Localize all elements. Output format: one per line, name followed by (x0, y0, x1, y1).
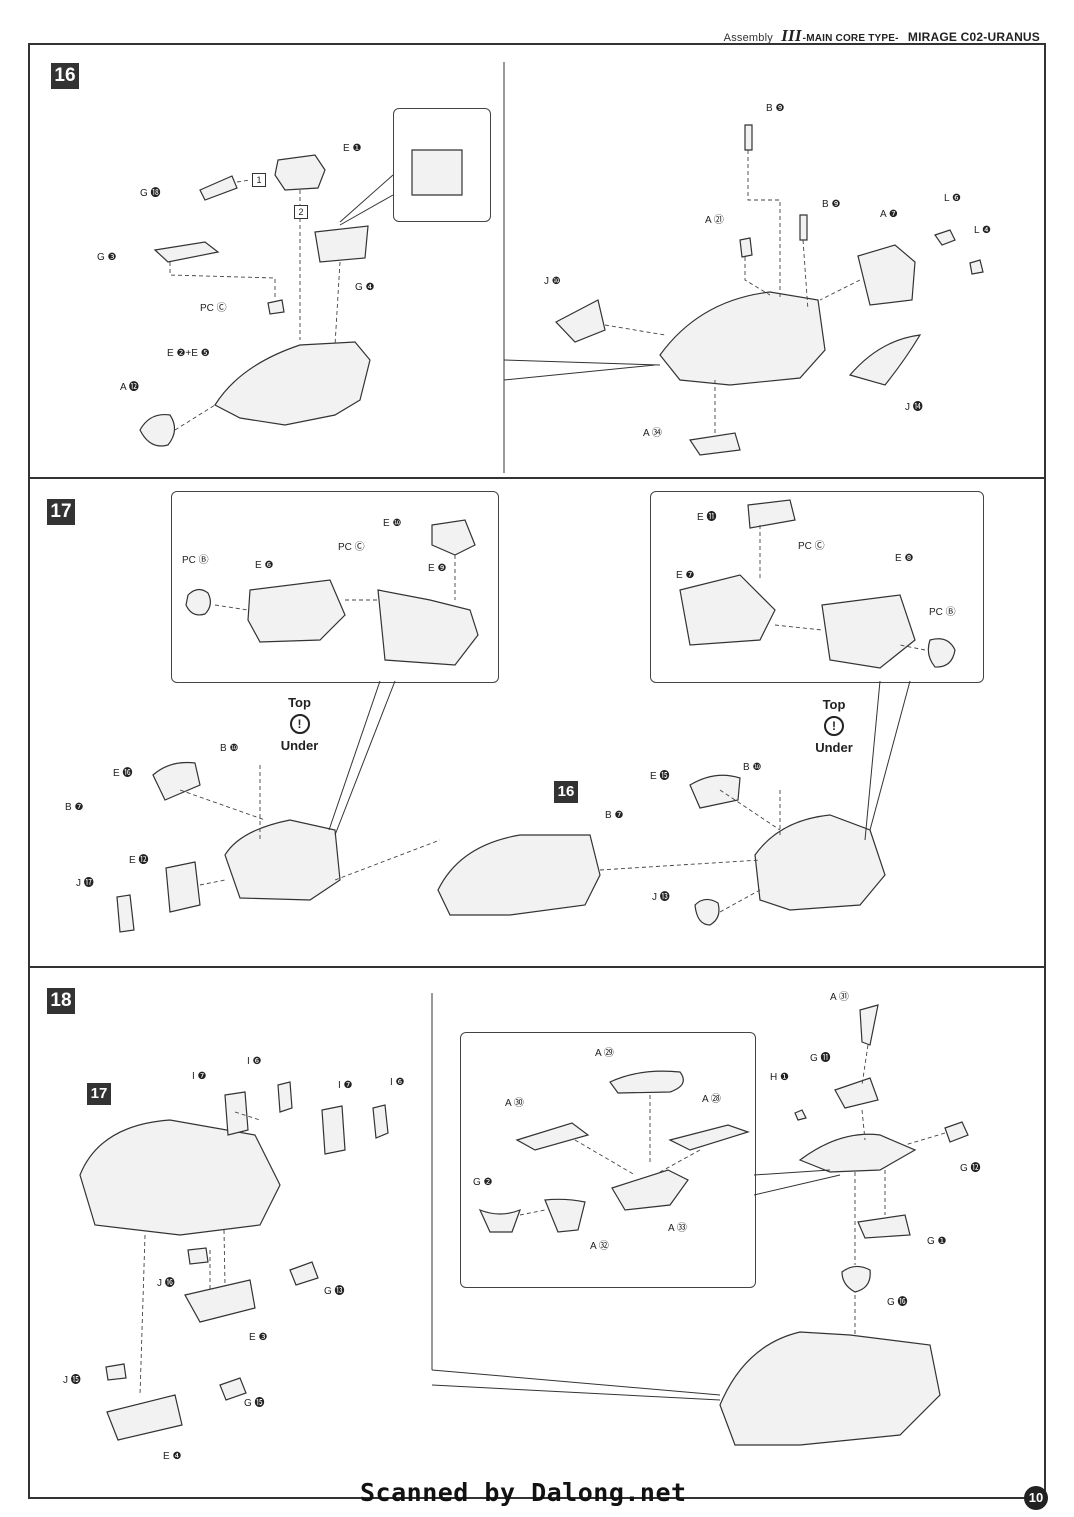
part-label: E ❹ (163, 1451, 182, 1462)
part-label: E ❷+E ❺ (167, 348, 210, 359)
instruction-frame (28, 43, 1046, 1499)
part-label: E ⓰ (113, 768, 133, 779)
model-name: MIRAGE C02-URANUS (907, 30, 1040, 44)
part-label: G ⓲ (140, 188, 161, 199)
callout-top-label: Top (822, 697, 846, 712)
part-label: PC Ⓑ (929, 607, 956, 618)
part-label: A ㉙ (595, 1048, 614, 1059)
part-label: E ❸ (249, 1332, 268, 1343)
inset-detail-box (460, 1032, 756, 1288)
part-label: H ❶ (770, 1072, 789, 1083)
part-label: E ❽ (895, 553, 914, 564)
warning-icon: ! (289, 714, 310, 734)
part-label: G ❶ (927, 1236, 947, 1247)
part-label: PC Ⓑ (182, 555, 209, 566)
part-label: G ❷ (473, 1177, 493, 1188)
part-label: B ❿ (220, 743, 239, 754)
callout-top-label: Top (288, 695, 311, 710)
part-label: I ❼ (338, 1080, 353, 1091)
part-label: G ⓯ (244, 1398, 265, 1409)
part-label: E ❶ (343, 143, 362, 154)
order-number: 1 (252, 173, 266, 187)
part-label: A ㉜ (590, 1241, 609, 1252)
part-label: G ⓭ (324, 1286, 345, 1297)
part-label: E ❼ (676, 570, 695, 581)
part-label: A ㉘ (702, 1094, 721, 1105)
part-label: G ⓫ (810, 1053, 831, 1064)
part-label: A ❼ (880, 209, 898, 220)
assembly-roman-numeral: III (781, 26, 802, 45)
part-label: I ❼ (192, 1071, 207, 1082)
page-header: Assembly III-MAIN CORE TYPE- MIRAGE C02-… (724, 26, 1040, 46)
orientation-callout-left: Top ! Under (272, 695, 327, 753)
part-label: A ㉑ (705, 215, 724, 226)
warning-icon: ! (824, 716, 844, 736)
part-label: J ⓰ (157, 1278, 175, 1289)
section-divider (28, 477, 1046, 479)
order-number: 2 (294, 205, 308, 219)
part-label: I ❻ (390, 1077, 405, 1088)
part-label: J ⓱ (76, 878, 94, 889)
part-label: G ❸ (97, 252, 117, 263)
part-label: A ㉚ (505, 1098, 524, 1109)
step-number-16: 16 (51, 63, 79, 89)
part-label: J ⓮ (905, 402, 923, 413)
page-number: 10 (1024, 1486, 1048, 1510)
part-label: A ㉞ (643, 428, 662, 439)
part-label: A ㉝ (668, 1223, 687, 1234)
part-label: PC Ⓒ (338, 542, 365, 553)
part-label: B ❿ (743, 762, 762, 773)
callout-under-label: Under (280, 738, 319, 753)
part-label: J ❿ (544, 276, 561, 287)
part-label: B ❾ (822, 199, 841, 210)
part-label: A ⓬ (120, 382, 139, 393)
part-label: E ⓯ (650, 771, 670, 782)
core-type-label: -MAIN CORE TYPE- (802, 33, 899, 44)
part-label: G ⓰ (887, 1297, 908, 1308)
callout-under-label: Under (815, 740, 853, 755)
part-label: G ⓬ (960, 1163, 981, 1174)
part-label: PC Ⓒ (798, 541, 825, 552)
part-label: E ❿ (383, 518, 402, 529)
part-label: G ❹ (355, 282, 375, 293)
sub-assembly-ref-17: 17 (87, 1083, 111, 1105)
part-label: J ⓯ (63, 1375, 81, 1386)
section-divider (28, 966, 1046, 968)
part-label: E ⓬ (129, 855, 149, 866)
part-label: E ⓫ (697, 512, 717, 523)
part-label: A ㉛ (830, 992, 849, 1003)
part-label: I ❻ (247, 1056, 262, 1067)
part-label: PC Ⓒ (200, 303, 227, 314)
part-label: L ❻ (944, 193, 961, 204)
part-label: E ❻ (255, 560, 274, 571)
sub-assembly-ref-16: 16 (554, 781, 578, 803)
step-number-17: 17 (47, 499, 75, 525)
orientation-callout-right: Top ! Under (805, 697, 863, 755)
part-label: B ❼ (605, 810, 624, 821)
part-label: J ⓭ (652, 892, 670, 903)
part-label: E ❾ (428, 563, 447, 574)
part-label: B ❾ (766, 103, 785, 114)
step-number-18: 18 (47, 988, 75, 1014)
part-label: B ❼ (65, 802, 84, 813)
assembly-label: Assembly (723, 32, 773, 44)
scan-credit: Scanned by Dalong.net (360, 1478, 687, 1507)
part-label: L ❹ (974, 225, 991, 236)
